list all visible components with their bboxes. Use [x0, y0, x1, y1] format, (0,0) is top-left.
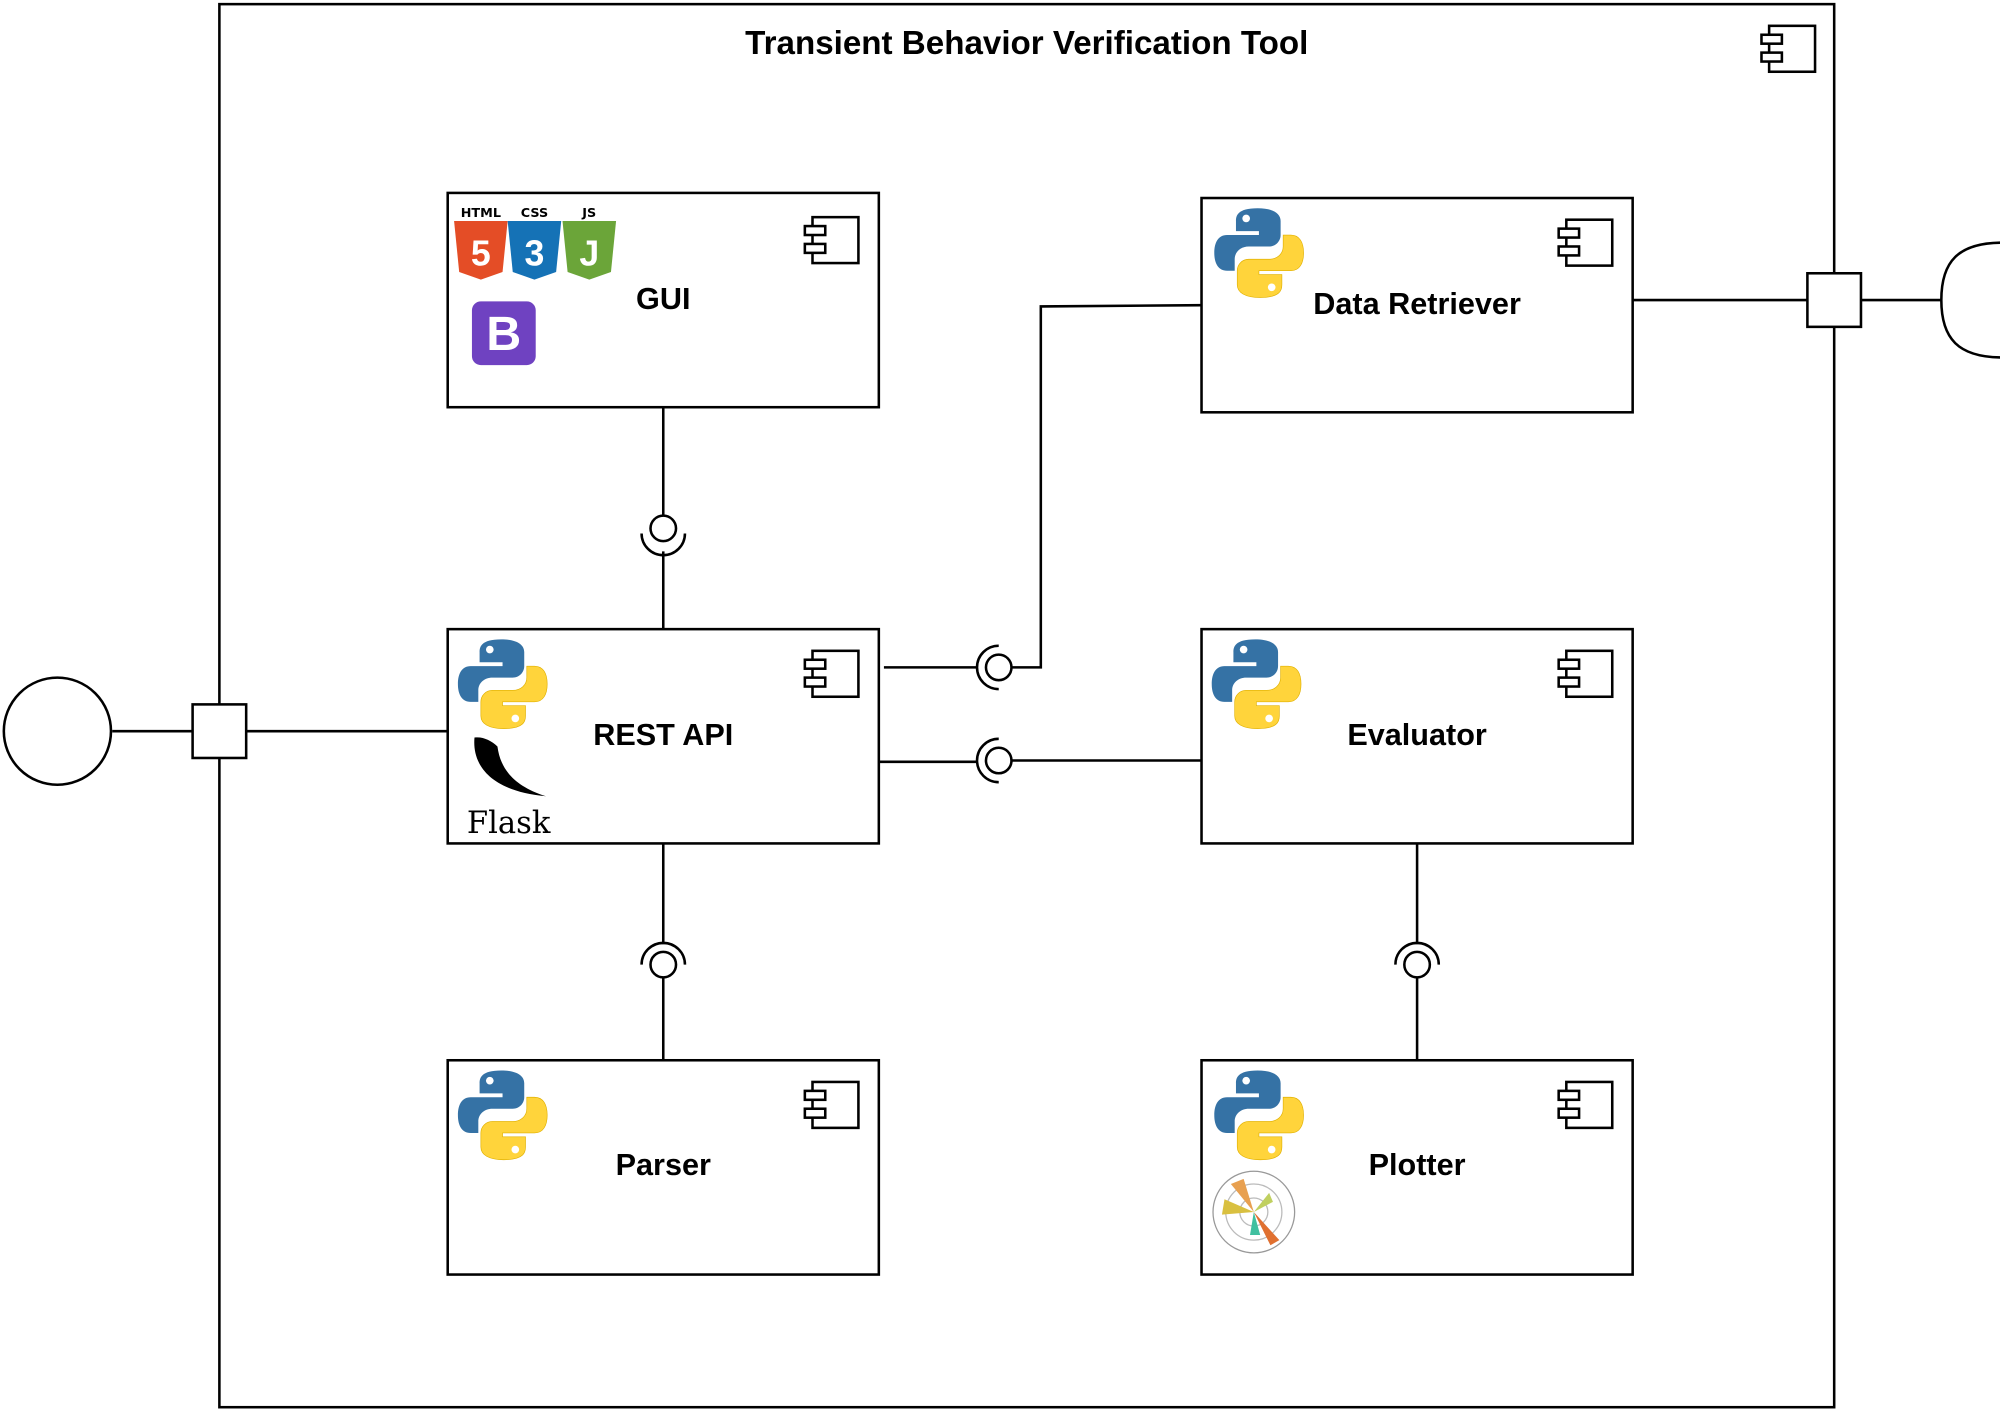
component-plotter[interactable]: Plotter — [1200, 1058, 1634, 1276]
flask-icon: Flask — [467, 737, 551, 841]
component-label: GUI — [636, 282, 690, 316]
component-label: Parser — [616, 1148, 711, 1182]
svg-text:3: 3 — [525, 234, 545, 274]
js-label: JS — [581, 206, 596, 221]
component-label: Data Retriever — [1313, 287, 1521, 321]
component-icon — [1557, 218, 1614, 267]
matplotlib-icon — [1212, 1170, 1296, 1254]
css3-icon: 3 — [507, 220, 562, 280]
svg-text:J: J — [579, 234, 599, 274]
svg-text:B: B — [486, 307, 521, 361]
interface-socket — [640, 941, 687, 965]
port-right — [1806, 272, 1863, 329]
component-icon — [803, 215, 860, 265]
component-label: Evaluator — [1347, 718, 1487, 752]
component-gui[interactable]: GUI HTML CSS JS 5 3 J B — [446, 191, 881, 409]
svg-text:5: 5 — [471, 234, 491, 274]
component-rest-api[interactable]: Flask REST API — [446, 627, 881, 845]
component-parser[interactable]: Parser — [446, 1058, 881, 1276]
system-title: Transient Behavior Verification Tool — [745, 25, 1308, 62]
css-label: CSS — [521, 206, 548, 221]
interface-ball — [649, 514, 678, 543]
component-icon — [803, 649, 860, 699]
component-data-retriever[interactable]: Data Retriever — [1200, 196, 1634, 414]
interface-socket — [975, 737, 999, 784]
component-icon — [1760, 24, 1817, 74]
provided-interface-left — [2, 676, 113, 787]
required-interface-right — [1940, 241, 2000, 359]
port-left — [191, 703, 248, 760]
component-evaluator[interactable]: Evaluator — [1200, 627, 1634, 845]
component-icon — [1557, 649, 1614, 699]
component-icon — [1557, 1080, 1614, 1130]
javascript-icon: J — [562, 220, 617, 280]
html5-icon: 5 — [454, 220, 508, 280]
component-label: Plotter — [1369, 1148, 1466, 1182]
component-icon — [803, 1080, 860, 1130]
interface-socket — [1394, 941, 1441, 965]
component-label: REST API — [593, 718, 733, 752]
html-label: HTML — [461, 206, 501, 221]
bootstrap-icon: B — [471, 301, 536, 366]
connectors — [2, 241, 2000, 1061]
interface-socket — [975, 644, 999, 691]
flask-text: Flask — [467, 806, 551, 841]
